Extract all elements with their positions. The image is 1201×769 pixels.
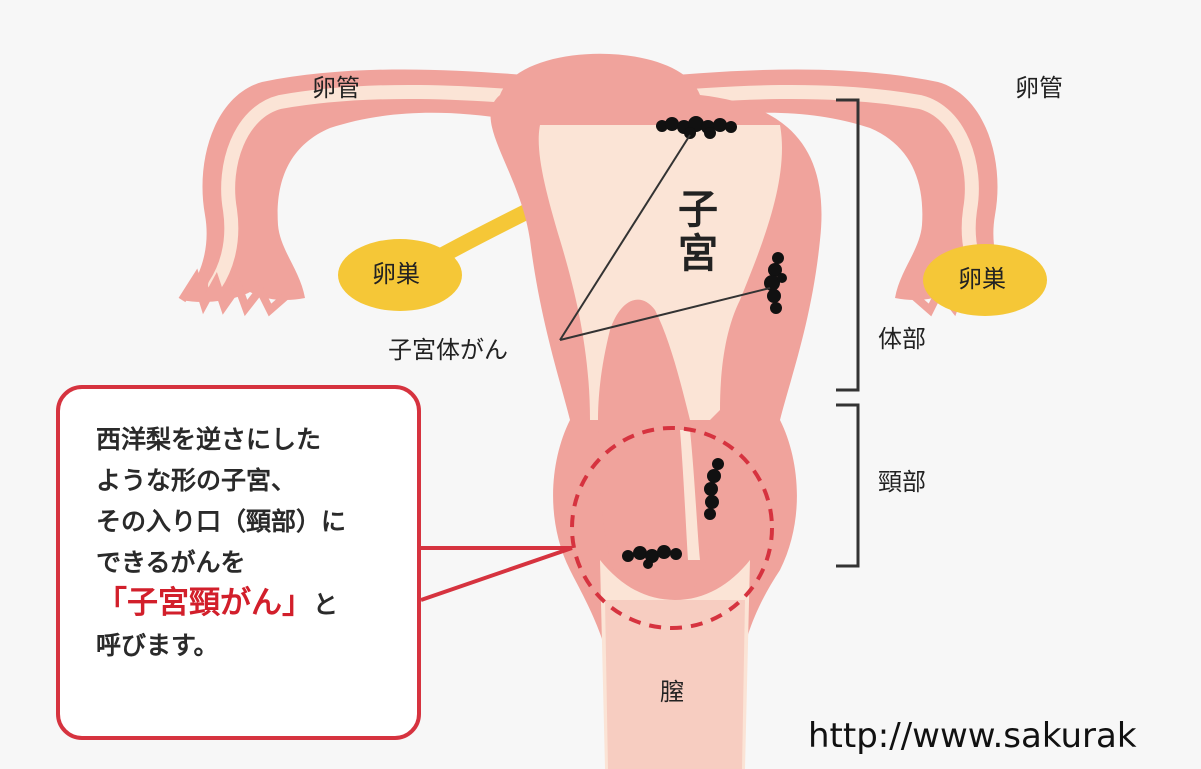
- vagina-label: 膣: [660, 680, 684, 704]
- callout-line-2: ような形の子宮、: [96, 460, 346, 501]
- fallopian-tube-left-label: 卵管: [312, 76, 360, 100]
- ovary-left-label: 卵巣: [372, 262, 420, 286]
- uterus-label: 子宮: [674, 188, 714, 276]
- callout-line-4: できるがんを: [96, 542, 346, 583]
- cervical-cancer-highlight: 「子宮頸がん」: [96, 585, 313, 621]
- cervix-part-label: 頸部: [878, 470, 926, 494]
- ovary-right-label: 卵巣: [958, 267, 1006, 291]
- fallopian-tube-right-label: 卵管: [1015, 76, 1063, 100]
- explanation-callout: 西洋梨を逆さにした ような形の子宮、 その入り口（頸部）に できるがんを 「子宮…: [56, 385, 421, 740]
- callout-line-5: 「子宮頸がん」と: [96, 583, 346, 625]
- callout-highlight-suffix: と: [313, 590, 338, 619]
- callout-line-1: 西洋梨を逆さにした: [96, 419, 346, 460]
- corpus-cancer-label: 子宮体がん: [388, 338, 508, 362]
- body-bracket: [836, 100, 858, 390]
- callout-line-6: 呼びます。: [96, 625, 346, 666]
- cervix-bracket: [836, 405, 858, 566]
- source-url: http://www.sakurak: [808, 716, 1137, 756]
- callout-text: 西洋梨を逆さにした ような形の子宮、 その入り口（頸部）に できるがんを 「子宮…: [96, 419, 346, 666]
- callout-line-3: その入り口（頸部）に: [96, 501, 346, 542]
- body-part-label: 体部: [878, 327, 926, 351]
